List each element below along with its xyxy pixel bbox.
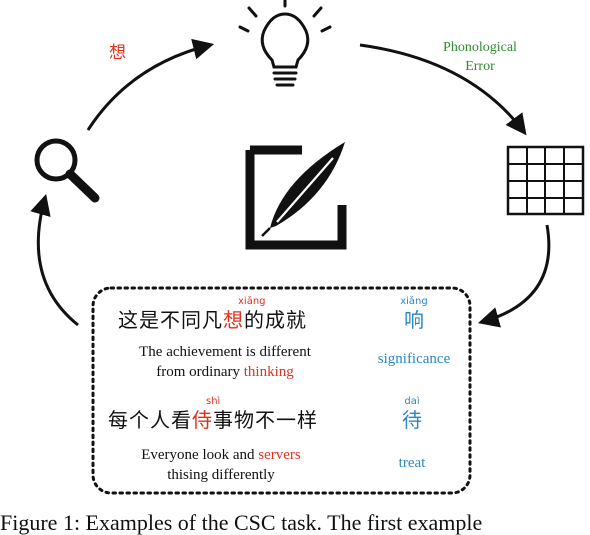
example2-sentence: 每个人看侍事物不一样 [108, 408, 318, 432]
example2-error-pinyin: shì [206, 396, 221, 407]
example1-error-pinyin: xiǎng [238, 296, 266, 307]
feather-writing-icon [245, 142, 347, 250]
example1-translation: The achievement is different from ordina… [139, 344, 311, 380]
magnifier-icon [34, 138, 100, 203]
example2-translation: Everyone look and servers thising differ… [141, 447, 301, 483]
phonological-error-label: Phonological Error [443, 40, 517, 74]
example1-correct-pinyin: xiǎng [400, 296, 428, 307]
arrow-bulb-to-grid [359, 43, 527, 136]
example1-correct-meaning: significance [377, 351, 451, 367]
figure-caption: Figure 1: Examples of the CSC task. The … [0, 510, 483, 535]
arrow-search-to-bulb [86, 38, 215, 131]
arrow-box-to-search [30, 193, 79, 327]
grid-table-icon [506, 145, 585, 216]
example1-correct-char: 响 [404, 308, 424, 332]
examples-box [91, 286, 472, 495]
erroneous-character-label: 想 [109, 43, 126, 63]
example1-sentence: 这是不同凡想的成就 [118, 308, 307, 332]
example2-correct-char: 待 [402, 408, 422, 432]
example2-correct-pinyin: daì [404, 396, 420, 407]
example2-correct-meaning: treat [398, 455, 426, 471]
arrow-grid-to-box [477, 224, 551, 328]
lightbulb-icon [238, 0, 332, 87]
